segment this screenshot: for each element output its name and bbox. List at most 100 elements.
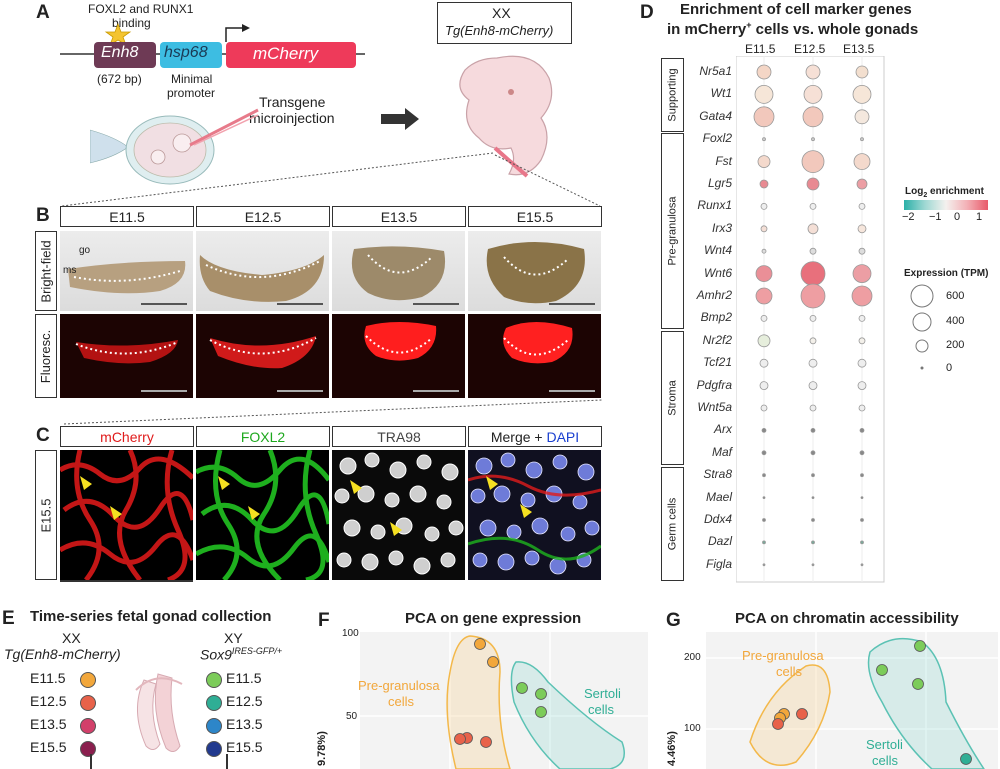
gene-label: Dazl bbox=[707, 534, 732, 549]
bubble bbox=[809, 404, 817, 412]
scalebar bbox=[413, 390, 459, 392]
data-point bbox=[796, 708, 808, 720]
stage-label: E13.5 bbox=[226, 716, 263, 732]
bubble bbox=[860, 518, 864, 522]
label-go: go bbox=[79, 245, 91, 256]
bubble bbox=[762, 137, 766, 142]
col-header: E11.5 bbox=[745, 42, 776, 56]
binding-label: FOXL2 and RUNX1 bbox=[88, 2, 194, 16]
size-tick: 600 bbox=[946, 290, 965, 302]
panel-d-title-1: Enrichment of cell marker genes bbox=[680, 1, 912, 18]
size-tick: 200 bbox=[946, 339, 965, 351]
data-point bbox=[454, 733, 466, 745]
data-point bbox=[474, 638, 486, 650]
bubble bbox=[762, 540, 766, 545]
bubble bbox=[756, 64, 772, 80]
brightfield-e13 bbox=[332, 231, 465, 311]
label-sertoli: Sertoli bbox=[866, 737, 903, 752]
bubble bbox=[761, 450, 767, 456]
gene-label: Amhr2 bbox=[696, 288, 732, 302]
size-tick: 400 bbox=[946, 315, 965, 327]
gene-label: Wnt4 bbox=[703, 243, 732, 258]
panel-label-e: E bbox=[2, 608, 15, 629]
fluorescence-e13 bbox=[332, 314, 465, 398]
data-point bbox=[535, 706, 547, 718]
micrograph-foxl2 bbox=[196, 450, 329, 580]
xx-label: XX bbox=[62, 630, 81, 646]
bubble bbox=[760, 225, 768, 233]
stage-dot bbox=[80, 741, 96, 757]
genotype-box bbox=[437, 2, 572, 44]
label-sertoli-2: cells bbox=[588, 702, 615, 717]
scalebar bbox=[141, 303, 187, 305]
gene-label: Foxl2 bbox=[702, 131, 732, 146]
size-tick: 0 bbox=[946, 362, 953, 374]
panel-label-g: G bbox=[666, 610, 681, 631]
scalebar bbox=[60, 580, 193, 582]
gene-label: Fst bbox=[715, 153, 732, 168]
group-supporting: Supporting bbox=[661, 58, 684, 132]
data-point bbox=[912, 678, 924, 690]
bubble bbox=[811, 563, 815, 567]
data-point bbox=[914, 640, 926, 652]
size-legend bbox=[910, 284, 934, 370]
stage-dot bbox=[206, 718, 222, 734]
bubble bbox=[811, 540, 815, 545]
bubble bbox=[809, 337, 817, 345]
arrow-right-icon bbox=[381, 108, 419, 130]
gene-label: Nr2f2 bbox=[702, 332, 732, 347]
color-tick: 1 bbox=[976, 211, 983, 223]
bubble bbox=[759, 179, 769, 189]
bubble bbox=[810, 450, 816, 456]
bubble bbox=[809, 247, 817, 255]
gene-label: Lgr5 bbox=[707, 176, 732, 190]
gene-label: Gata4 bbox=[699, 108, 732, 123]
stage-header-e12: E12.5 bbox=[196, 206, 330, 227]
row-label-fluor: Fluoresc. bbox=[35, 314, 57, 398]
bubble bbox=[762, 473, 766, 478]
stage-label: E12.5 bbox=[226, 693, 263, 709]
bubble bbox=[805, 64, 821, 80]
panel-label-c: C bbox=[36, 425, 50, 446]
stage-label: E11.5 bbox=[30, 670, 66, 686]
pca-expression-plot bbox=[360, 632, 648, 769]
bubble bbox=[811, 518, 815, 522]
panel-label-f: F bbox=[318, 610, 330, 631]
bubble bbox=[857, 358, 867, 368]
bubble bbox=[760, 314, 768, 322]
fluorescence-e15 bbox=[468, 314, 601, 398]
enh8-size: (672 bp) bbox=[97, 72, 142, 86]
gene-label: Tcf21 bbox=[703, 355, 732, 370]
xx-label: XX bbox=[492, 5, 511, 21]
fluorescence-e12 bbox=[196, 314, 329, 398]
binding-label-2: binding bbox=[112, 16, 151, 30]
bubble bbox=[860, 563, 864, 567]
group-germ: Germ cells bbox=[661, 467, 684, 581]
label-pregranulosa: Pre-granulosa bbox=[742, 648, 824, 663]
color-scale bbox=[904, 200, 988, 210]
bubble bbox=[811, 473, 815, 478]
scalebar bbox=[549, 390, 595, 392]
row-label-bright: Bright-field bbox=[35, 231, 57, 311]
bubble bbox=[860, 473, 864, 478]
bubble bbox=[859, 427, 865, 433]
tg-label: Tg(Enh8-mCherry) bbox=[445, 23, 554, 38]
gene-label: Nr5a1 bbox=[699, 64, 732, 78]
bubble bbox=[806, 177, 820, 191]
bubble bbox=[860, 496, 864, 500]
stage-dot bbox=[206, 672, 222, 688]
bubble bbox=[857, 381, 867, 391]
group-pregranulosa: Pre-granulosa bbox=[661, 133, 684, 329]
brightfield-e12 bbox=[196, 231, 329, 311]
pca-chromatin-plot bbox=[706, 632, 998, 769]
gonad-illustration bbox=[135, 673, 183, 752]
stage-label: E11.5 bbox=[226, 670, 262, 686]
gene-label: Stra8 bbox=[703, 467, 732, 482]
xy-tg-label: Sox9IRES-GFP/+ bbox=[200, 646, 283, 663]
star-icon bbox=[104, 22, 132, 46]
label-sertoli-2: cells bbox=[872, 753, 899, 768]
data-point bbox=[535, 688, 547, 700]
bubble bbox=[854, 109, 870, 125]
scalebar bbox=[277, 390, 323, 392]
bubble bbox=[858, 247, 866, 255]
